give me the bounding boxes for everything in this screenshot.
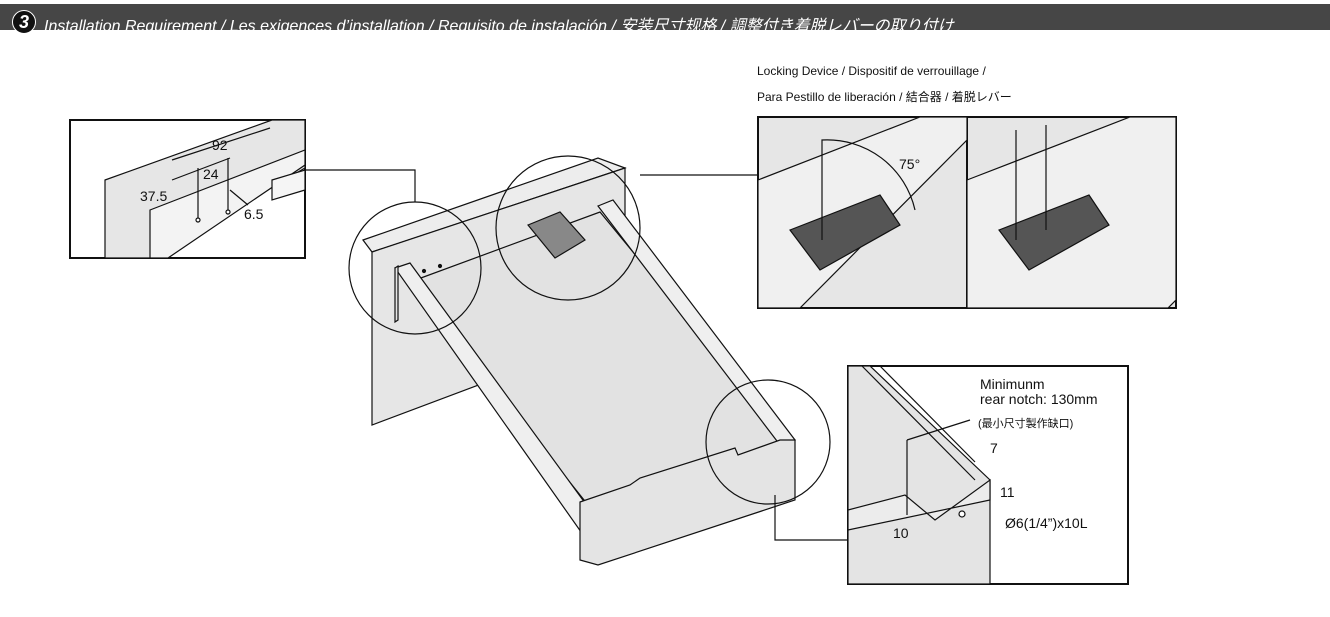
dim-24: 24 [203,166,219,182]
locking-device-label-1: Locking Device / Dispositif de verrouill… [757,64,986,78]
detail-circle-lock [495,155,641,301]
drawer-assembly [362,157,796,566]
rear-detail-inset [847,365,1129,585]
section-header: 3 Installation Requirement / Les exigenc… [0,4,1330,35]
detail-circle-rear [705,379,831,505]
dim-6-5: 6.5 [244,206,264,222]
rear-note-3: (最小尺寸製作缺口) [978,418,1074,430]
rear-note-2: rear notch: 130mm [980,391,1098,407]
section-title: Installation Requirement / Les exigences… [44,18,954,35]
locking-device-label-2: Para Pestillo de liberación / 結合器 / 着脱レバ… [757,90,1012,104]
step-badge: 3 [12,10,36,34]
dim-7: 7 [990,440,998,456]
dim-92: 92 [212,137,228,153]
dim-11: 11 [1000,484,1015,500]
dim-37-5: 37.5 [140,188,168,204]
lock-detail-insets [757,116,1177,309]
dim-10: 10 [893,525,909,541]
hole-spec: Ø6(1/4”)x10L [1005,515,1088,531]
left-detail-inset [69,119,306,259]
angle-label: 75° [899,156,921,172]
rear-note-1: Minimunm [980,376,1045,392]
